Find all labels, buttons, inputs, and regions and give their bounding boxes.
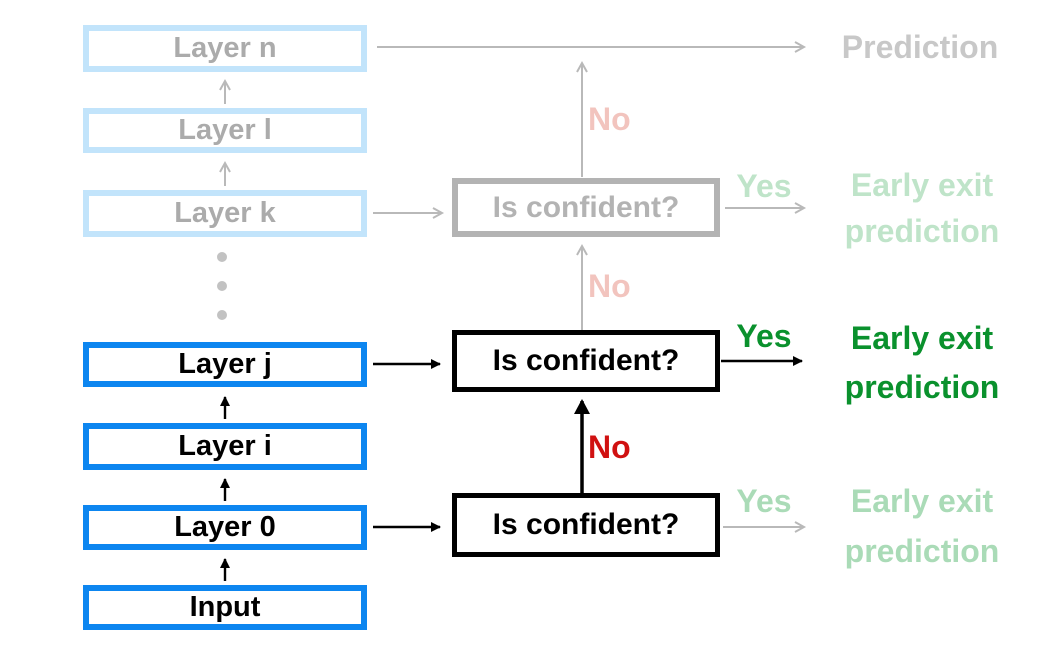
yes-label-faded-bottom: Yes bbox=[736, 483, 792, 519]
early-exit-label-faded-top: Early exit prediction bbox=[822, 162, 1022, 254]
layer-label: Layer j bbox=[178, 348, 272, 380]
layer-box-n: Layer n bbox=[83, 25, 367, 72]
layer-box-l: Layer l bbox=[83, 108, 367, 153]
layer-box-j: Layer j bbox=[83, 342, 367, 387]
yes-label-active: Yes bbox=[736, 318, 792, 354]
no-label-faded-top: No bbox=[588, 101, 631, 137]
layer-box-0: Layer 0 bbox=[83, 505, 367, 550]
confidence-label: Is confident? bbox=[492, 344, 680, 377]
confidence-label: Is confident? bbox=[492, 508, 680, 541]
layer-label: Layer 0 bbox=[174, 511, 276, 543]
layer-box-i: Layer i bbox=[83, 423, 367, 470]
layer-label: Layer i bbox=[178, 430, 272, 462]
layer-box-k: Layer k bbox=[83, 190, 367, 237]
prediction-label: Prediction bbox=[841, 29, 999, 65]
yes-label-faded-top: Yes bbox=[736, 168, 792, 204]
layer-label: Layer n bbox=[173, 32, 277, 64]
layer-label: Layer k bbox=[174, 197, 276, 229]
no-label-faded-mid: No bbox=[588, 268, 631, 304]
early-exit-label-active: Early exit prediction bbox=[822, 314, 1022, 412]
ellipsis-dots bbox=[217, 252, 227, 320]
input-box: Input bbox=[83, 585, 367, 630]
no-label-active: No bbox=[588, 429, 631, 465]
confidence-label: Is confident? bbox=[492, 190, 680, 224]
early-exit-label-faded-bottom: Early exit prediction bbox=[822, 476, 1022, 576]
early-exit-line2: prediction bbox=[844, 213, 1000, 249]
confidence-box-layer-j: Is confident? bbox=[452, 330, 720, 392]
layer-label: Layer l bbox=[178, 114, 272, 146]
confidence-box-faded: Is confident? bbox=[452, 178, 720, 237]
early-exit-line2: prediction bbox=[844, 533, 1000, 569]
early-exit-line2: prediction bbox=[844, 369, 1000, 405]
input-label: Input bbox=[189, 591, 261, 623]
early-exit-line1: Early exit bbox=[850, 320, 994, 356]
early-exit-line1: Early exit bbox=[850, 483, 994, 519]
confidence-box-layer-0: Is confident? bbox=[452, 493, 720, 557]
early-exit-line1: Early exit bbox=[850, 167, 994, 203]
